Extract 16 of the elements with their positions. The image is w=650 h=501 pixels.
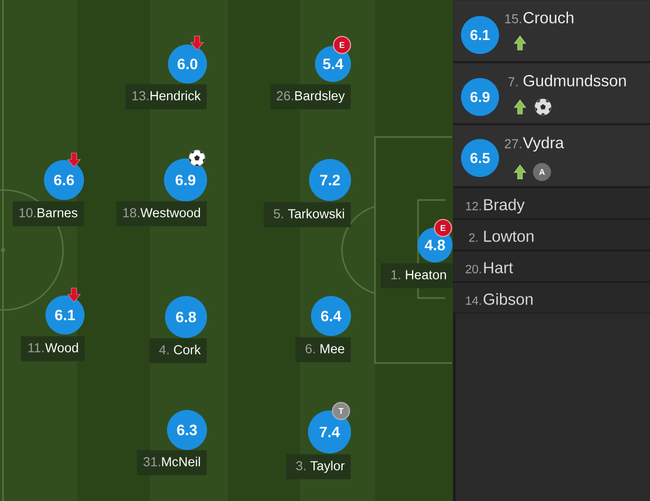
player-name-box: 18.Westwood	[116, 201, 207, 226]
player-name-box: 26. Bardsley	[270, 84, 351, 110]
player-name-box: 5. Tarkowski	[264, 202, 351, 228]
letter-badge: T	[332, 402, 350, 420]
letter-badge: E	[332, 36, 352, 54]
player-name-box: 31. McNeil	[137, 450, 207, 476]
player-name-box: 3. Taylor	[286, 454, 351, 480]
node-label: 14.	[466, 296, 481, 305]
player-name-box: 4. Cork	[149, 338, 207, 364]
player-name-box: 10. Barnes	[12, 201, 84, 226]
player-name-box: 1. Heaton	[380, 263, 453, 288]
letter-badge: E	[434, 218, 452, 238]
node-label: Gibson	[484, 293, 533, 305]
player-name-box: 13. Hendrick	[125, 84, 207, 110]
player-name-box: 6. Mee	[295, 337, 351, 362]
player-name-box: 11.Wood	[21, 336, 85, 362]
